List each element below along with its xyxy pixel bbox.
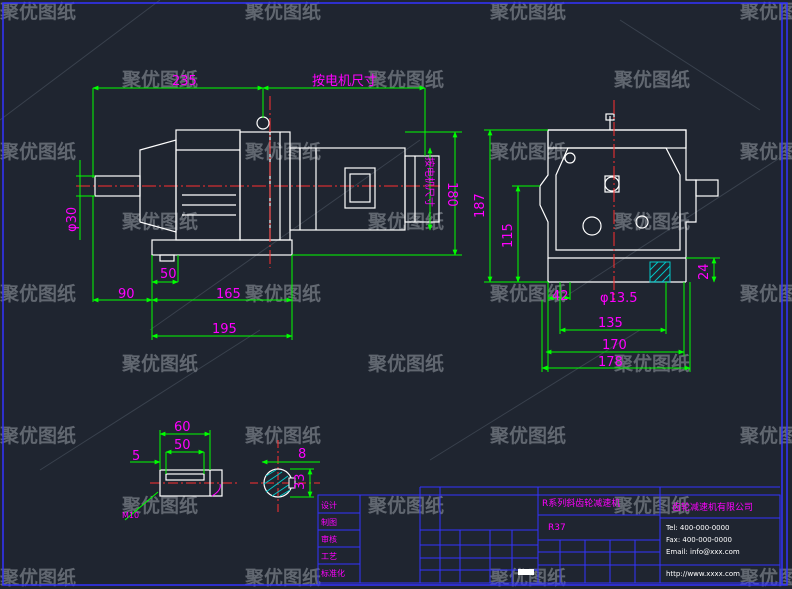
watermark: 聚优图纸: [244, 0, 321, 23]
watermark: 聚优图纸: [0, 0, 76, 23]
watermark: 聚优图纸: [739, 0, 792, 23]
watermark: 聚优图纸: [489, 424, 566, 447]
watermark: 聚优图纸: [489, 140, 566, 163]
watermark: 聚优图纸: [489, 282, 566, 305]
watermark: 聚优图纸: [121, 210, 198, 233]
shaft-detail: 60 50 5 M10: [122, 420, 240, 521]
dim-24-label: 24: [697, 263, 712, 280]
company-tel: Tel: 400-000-0000: [665, 524, 730, 532]
watermark: 聚优图纸: [244, 566, 321, 589]
title-row-label: 工艺: [321, 552, 337, 561]
watermark: 聚优图纸: [613, 352, 690, 375]
dim-170-label: 170: [602, 338, 627, 353]
watermark: 聚优图纸: [613, 68, 690, 91]
company-email: Email: info@xxx.com: [666, 548, 740, 556]
motor-terminal-box: [344, 167, 376, 209]
dim-187-label: 187: [473, 193, 488, 218]
watermark: 聚优图纸: [613, 494, 690, 517]
shaft-dim-60-label: 60: [174, 420, 191, 435]
dim-115-label: 115: [501, 223, 516, 248]
shaft-thread-label: M10: [122, 511, 139, 520]
dim-50-label: 50: [160, 267, 177, 282]
watermark: 聚优图纸: [244, 282, 321, 305]
title-row-label: 设计: [321, 500, 337, 510]
side-view: 187 115 42 φ13.5 24 135 170 178: [473, 100, 720, 372]
dim-178-label: 178: [598, 355, 623, 370]
drawing-title: R系列斜齿轮减速机: [542, 497, 620, 509]
shaft-dim-5-label: 5: [132, 449, 140, 464]
dim-195-label: 195: [212, 322, 237, 337]
side-bolt-circle: [582, 216, 602, 236]
dim-90-label: 90: [118, 287, 135, 302]
company-website: http://www.xxxx.com: [666, 570, 740, 578]
dim-hole-diameter-label: φ13.5: [600, 291, 638, 306]
key-section-detail: 8 33: [250, 440, 320, 515]
watermark: 聚优图纸: [121, 68, 198, 91]
front-view: 235 按电机尺寸 按电机尺寸 180 φ30 50 90 165 195: [65, 74, 462, 340]
title-row-label: 标准化: [321, 568, 345, 578]
dim-165-label: 165: [216, 287, 241, 302]
key-dim-8-label: 8: [298, 447, 306, 462]
watermark: 聚优图纸: [367, 68, 444, 91]
watermark: 聚优图纸: [739, 140, 792, 163]
watermark: 聚优图纸: [121, 352, 198, 375]
drawing-model: R37: [548, 523, 566, 533]
key-dim-33-label: 33: [293, 473, 308, 490]
motor-fan-cover: [404, 155, 440, 223]
dim-135-label: 135: [598, 316, 623, 331]
dim-180-label: 180: [444, 182, 459, 207]
company-name: 齿轮减速机有限公司: [672, 501, 753, 513]
title-block: 设计 制图 审核 工艺 标准化 R系列斜齿轮减速机 R37 齿轮减速机有限公司 …: [317, 486, 781, 584]
dim-shaft-diameter-label: φ30: [65, 207, 80, 232]
watermark: 聚优图纸: [489, 0, 566, 23]
side-inner-frame: [555, 147, 681, 251]
dim-motor-vertical-label: 按电机尺寸: [423, 157, 436, 207]
watermark: 聚优图纸: [244, 424, 321, 447]
watermark: 聚优图纸: [367, 494, 444, 517]
company-fax: Fax: 400-000-0000: [666, 536, 732, 544]
watermark: 聚优图纸: [739, 282, 792, 305]
dim-235-label: 235: [172, 74, 197, 89]
watermark: 聚优图纸: [613, 210, 690, 233]
side-mounting-hole: [649, 261, 671, 283]
watermark: 聚优图纸: [244, 140, 321, 163]
shaft-dim-50-label: 50: [174, 438, 191, 453]
watermark: 聚优图纸: [0, 140, 76, 163]
watermark: 聚优图纸: [0, 424, 76, 447]
watermark: 聚优图纸: [739, 424, 792, 447]
mounting-foot: [151, 239, 293, 256]
watermark: 聚优图纸: [0, 282, 76, 305]
shaft-body: [159, 469, 211, 497]
watermark: 聚优图纸: [367, 352, 444, 375]
watermark: 聚优图纸: [121, 494, 198, 517]
watermark: 聚优图纸: [0, 566, 76, 589]
title-highlight: [518, 569, 534, 575]
dim-42-label: 42: [552, 289, 569, 304]
dim-motor-length-label: 按电机尺寸: [312, 74, 377, 89]
title-row-label: 审核: [321, 534, 337, 544]
title-row-label: 制图: [321, 517, 337, 527]
